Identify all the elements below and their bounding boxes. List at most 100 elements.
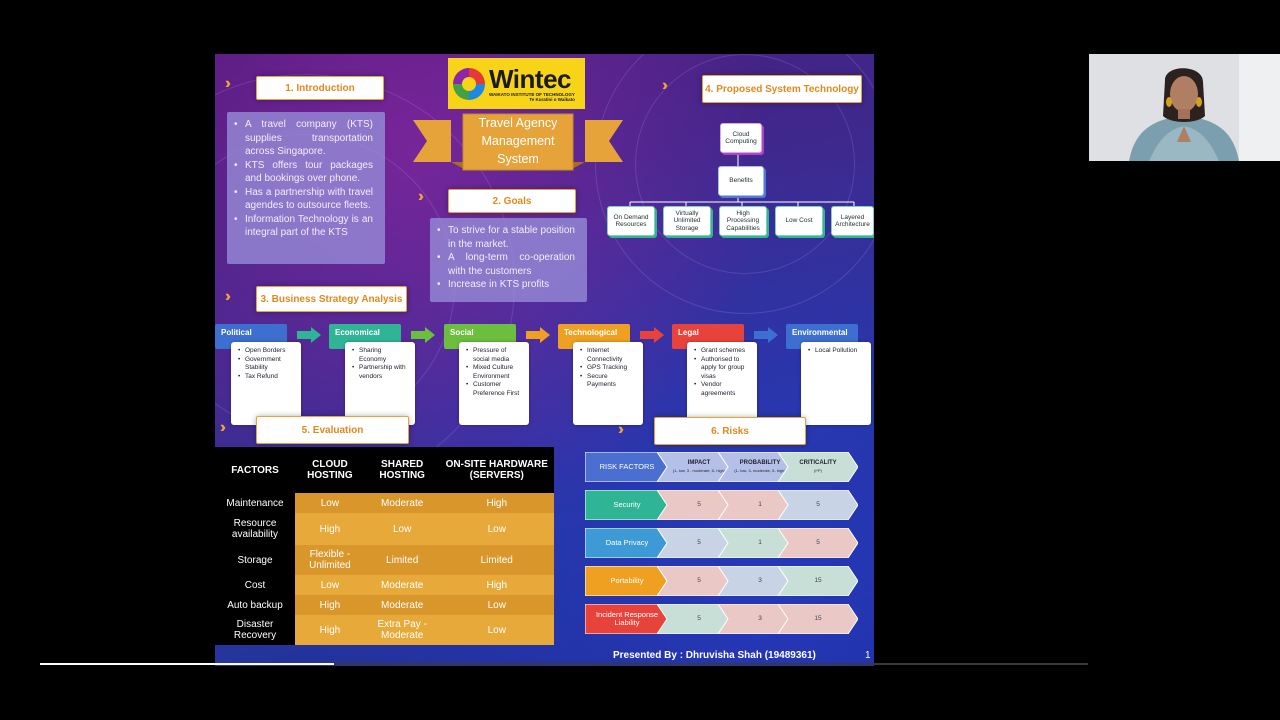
risk-column-name: CRITICALITY xyxy=(799,460,837,466)
flow-arrow-icon xyxy=(640,327,664,348)
risk-value: 5 xyxy=(816,500,820,508)
table-cell: Low xyxy=(364,513,440,545)
pestle-factor-details: Sharing EconomyPartnership with vendors xyxy=(345,342,415,425)
pestle-factor-details: Open BordersGovernment StabilityTax Refu… xyxy=(231,342,301,425)
benefit-leaf: Layered Architecture xyxy=(831,206,874,236)
list-item: GPS Tracking xyxy=(580,364,637,373)
pestle-factor-details: Local Pollution xyxy=(801,342,871,425)
wintec-logo: Wintec WAIKATO INSTITUTE OF TECHNOLOGY T… xyxy=(448,58,585,109)
decor-ring xyxy=(595,54,874,314)
table-cell: Low xyxy=(295,575,365,595)
chevrons-icon: ››› xyxy=(618,421,624,438)
risk-chevron-shape xyxy=(657,490,741,520)
table-cell: Low xyxy=(439,513,554,545)
playback-progress[interactable] xyxy=(40,663,334,665)
technology-tree-connectors xyxy=(629,152,855,206)
table-cell: Low xyxy=(295,493,365,513)
table-cell: High xyxy=(439,575,554,595)
risk-factor-label: Portability xyxy=(610,575,644,585)
chevrons-icon: ››› xyxy=(225,288,231,305)
factor-cell: Storage xyxy=(215,545,295,575)
risk-column-header: CRITICALITY (I*P) xyxy=(786,452,850,482)
list-item: Information Technology is an integral pa… xyxy=(234,213,373,240)
table-cell: Moderate xyxy=(364,595,440,615)
list-item: Tax Refund xyxy=(238,373,295,382)
pestle-factor-details: Internet ConnectivityGPS TrackingSecure … xyxy=(573,342,643,425)
table-cell: Moderate xyxy=(364,575,440,595)
risk-chevron-shape xyxy=(718,604,802,634)
playback-track[interactable] xyxy=(40,663,1088,665)
introduction-header: 1. Introduction xyxy=(256,76,384,100)
list-item: Partnership with vendors xyxy=(352,364,409,381)
risk-column-header: IMPACT(1- low, 3 - moderate, 5- high) xyxy=(665,452,733,482)
flow-arrow-icon xyxy=(526,327,550,348)
list-item: Mixed Culture Environment xyxy=(466,364,523,381)
evaluation-table: FACTORS CLOUD HOSTING SHARED HOSTING ON-… xyxy=(215,447,554,645)
risk-value: 1 xyxy=(758,500,762,508)
list-item: Local Pollution xyxy=(808,347,865,356)
list-item: Internet Connectivity xyxy=(580,347,637,364)
chevrons-icon: ››› xyxy=(662,77,668,94)
risk-column-header: PROBABILITY(1- low, 3- moderate, 5- high… xyxy=(726,452,794,482)
pestle-factor-details: Pressure of social mediaMixed Culture En… xyxy=(459,342,529,425)
list-item: Has a partnership with travel agendes to… xyxy=(234,186,373,213)
table-cell: Flexible - Unlimited xyxy=(295,545,365,575)
chevrons-icon: ››› xyxy=(225,75,231,92)
cloud-computing-node: Cloud Computing xyxy=(720,123,762,153)
risk-chevron-shape xyxy=(657,452,741,482)
risk-chevron-shape xyxy=(657,566,741,596)
table-header: SHARED HOSTING xyxy=(364,447,440,493)
factor-cell: Disaster Recovery xyxy=(215,615,295,645)
table-header: ON-SITE HARDWARE (SERVERS) xyxy=(439,447,554,493)
logo-name: Wintec xyxy=(489,63,571,94)
table-header: CLOUD HOSTING xyxy=(295,447,365,493)
introduction-bullets: A travel company (KTS) supplies transpor… xyxy=(227,112,385,264)
chevrons-icon: ››› xyxy=(418,188,424,205)
table-header: FACTORS xyxy=(215,447,295,493)
logo-tagline: Te Kuratini o Waikato xyxy=(529,96,575,102)
list-item: Government Stability xyxy=(238,356,295,373)
page-number: 1 xyxy=(865,650,871,661)
pestle-factor-details: Grant schemesAuthorised to apply for gro… xyxy=(687,342,757,425)
technology-header: 4. Proposed System Technology xyxy=(702,75,862,103)
risk-value: 15 xyxy=(814,614,822,622)
benefits-node: Benefits xyxy=(718,166,764,196)
list-item: KTS offers tour packages and bookings ov… xyxy=(234,159,373,186)
presenter-webcam xyxy=(1089,54,1280,161)
presenter-footer: Presented By : Dhruvisha Shah (19489361) xyxy=(613,650,816,661)
risk-chevron-shape xyxy=(718,566,802,596)
list-item: Grant schemes xyxy=(694,347,751,356)
list-item: Increase in KTS profits xyxy=(437,278,575,292)
risk-factor-label: Data Privacy xyxy=(605,537,649,547)
benefit-leaf: Low Cost xyxy=(775,206,823,236)
risks-header: 6. Risks xyxy=(654,417,806,445)
risk-value: 5 xyxy=(697,500,701,508)
risk-value: 5 xyxy=(697,576,701,584)
table-cell: Extra Pay - Moderate xyxy=(364,615,440,645)
flow-arrow-icon xyxy=(411,327,435,348)
title-banner xyxy=(413,113,623,171)
factor-cell: Resource availability xyxy=(215,513,295,545)
risk-column-scale: (I*P) xyxy=(814,468,822,473)
goals-bullets: To strive for a stable position in the m… xyxy=(430,218,587,302)
table-cell: High xyxy=(295,595,365,615)
flow-arrow-icon xyxy=(297,327,321,348)
list-item: Authorised to apply for group visas xyxy=(694,356,751,382)
risk-chevron-shape xyxy=(657,528,741,558)
risk-factor-label: Security xyxy=(613,499,641,509)
risk-value: 15 xyxy=(814,576,822,584)
strategy-header: 3. Business Strategy Analysis xyxy=(256,286,407,312)
list-item: A long-term co-operation with the custom… xyxy=(437,251,575,278)
risk-chevron-shape xyxy=(657,604,741,634)
risk-chevron-shape xyxy=(718,490,802,520)
table-cell: High xyxy=(295,615,365,645)
logo-subtitle: WAIKATO INSTITUTE OF TECHNOLOGY xyxy=(489,91,575,97)
table-cell: High xyxy=(295,513,365,545)
list-item: Secure Payments xyxy=(580,373,637,390)
goals-header: 2. Goals xyxy=(448,189,576,213)
risk-column-name: IMPACT xyxy=(687,460,711,466)
